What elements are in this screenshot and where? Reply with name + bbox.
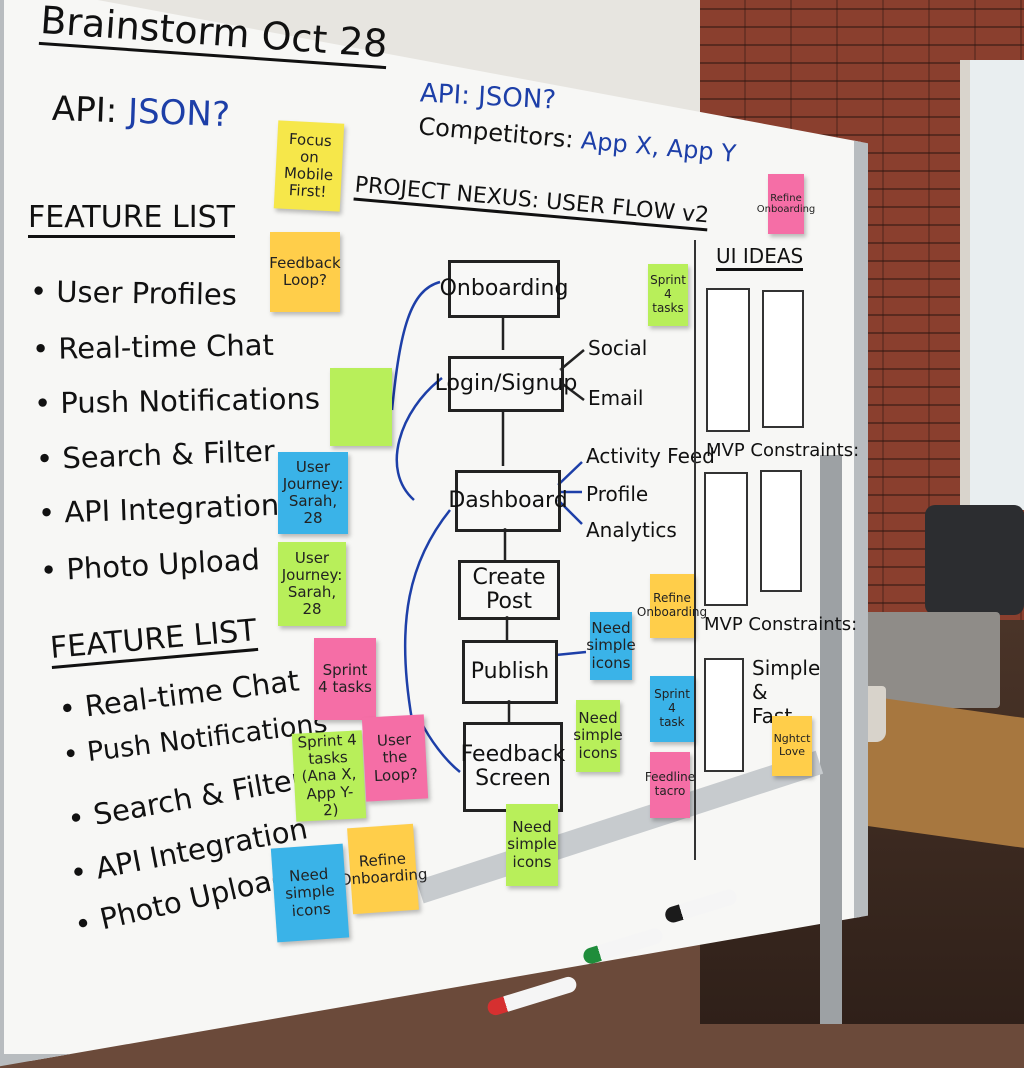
sticky-note: Refine Onboarding — [339, 823, 428, 915]
flow-node-create-post: Create Post — [458, 560, 560, 620]
sticky-note: User Journey: Sarah, 28 — [278, 542, 346, 626]
sticky-note: Refine Onboarding — [757, 174, 815, 234]
wireframe-sketch — [706, 288, 750, 432]
whiteboard-stand — [820, 455, 842, 1024]
feature-list-1-item: • Push Notifications — [33, 381, 321, 421]
red-marker — [485, 974, 579, 1018]
feature-list-1-item: • Real-time Chat — [31, 327, 275, 367]
sticky-note: Sprint 4 task — [650, 676, 694, 742]
sticky-note: Refine Onboarding — [637, 574, 707, 638]
sticky-note — [330, 368, 392, 446]
branch-analytics: Analytics — [586, 518, 677, 542]
flow-node-login-signup: Login/Signup — [435, 356, 577, 412]
sticky-note: User Journey: Sarah, 28 — [278, 452, 348, 534]
api-note-left: API: JSON? — [51, 89, 230, 135]
wireframe-sketch — [704, 472, 748, 606]
sticky-note: Need simple icons — [573, 700, 623, 772]
wireframe-sketch — [704, 658, 744, 772]
sticky-note: Need simple icons — [586, 612, 636, 680]
branch-activity-feed: Activity Feed — [586, 444, 715, 468]
wireframe-sketch — [760, 470, 802, 592]
ui-ideas-heading: UI IDEAS — [716, 244, 804, 271]
api-label: API: — [51, 88, 118, 132]
window — [960, 60, 1024, 510]
sticky-note: User the Loop? — [361, 714, 429, 802]
branch-profile: Profile — [586, 482, 649, 506]
sticky-note: Feedline tacro — [645, 752, 695, 818]
flow-node-feedback-screen: Feedback Screen — [461, 722, 565, 812]
sticky-note: Need simple icons — [270, 843, 350, 943]
office-chair — [925, 505, 1024, 615]
wireframe-sketch — [762, 290, 804, 428]
branch-email: Email — [588, 386, 644, 410]
api-value: JSON? — [127, 91, 231, 136]
flow-node-onboarding: Onboarding — [440, 260, 568, 318]
sticky-note: Feedback Loop? — [269, 232, 341, 312]
branch-social: Social — [588, 336, 648, 360]
sticky-note: Sprint 4 tasks — [648, 264, 688, 326]
flow-node-publish: Publish — [462, 640, 558, 704]
feature-list-1-heading: FEATURE LIST — [28, 200, 235, 238]
sticky-note: Need simple icons — [506, 804, 558, 886]
sticky-note: Focus on Mobile First! — [273, 120, 345, 212]
mvp-constraints-1: MVP Constraints: — [706, 440, 860, 461]
sticky-note: Sprint 4 tasks (Ana X, App Y-2) — [291, 730, 367, 822]
sticky-note: Sprint 4 tasks — [314, 638, 376, 720]
ui-ideas-divider — [694, 240, 696, 860]
sticky-note: Nghtct Love — [772, 716, 812, 776]
mvp-constraints-2: MVP Constraints: — [704, 614, 858, 635]
feature-list-1-item: • User Profiles — [29, 274, 238, 312]
flow-node-dashboard: Dashboard — [448, 470, 568, 532]
